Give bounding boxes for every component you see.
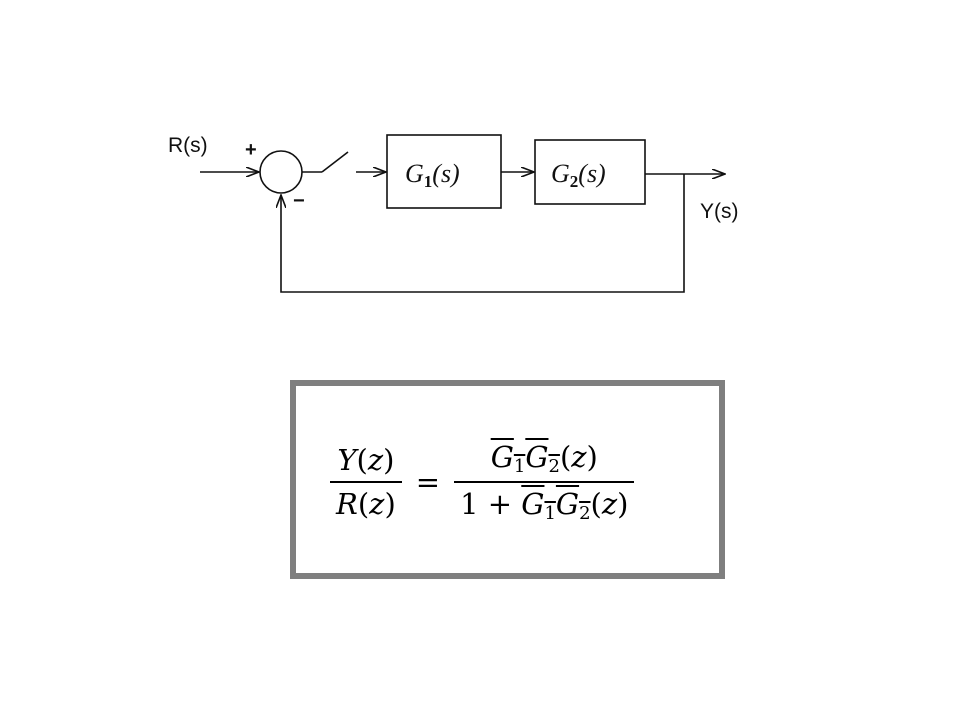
- lhs-numerator: Y(z): [337, 443, 395, 477]
- block-g1: [386, 134, 502, 209]
- summing-junction: [259, 150, 303, 194]
- feedback-path: [281, 174, 685, 293]
- lhs-fraction-bar: [330, 481, 402, 483]
- sampler-switch: [321, 151, 349, 173]
- rhs-denominator: 1 + G1G2(z): [460, 487, 629, 524]
- plus-sign: +: [245, 139, 257, 161]
- transfer-function-equation: Y(z) R(z) = G1G2(z) 1 + G1G2(z): [330, 440, 635, 524]
- block-g1-label: G1(s): [405, 159, 460, 191]
- lhs-denominator: R(z): [336, 487, 396, 521]
- rhs-numerator: G1G2(z): [490, 440, 598, 477]
- lhs-fraction: Y(z) R(z): [330, 443, 402, 521]
- input-label: R(s): [168, 134, 208, 157]
- minus-sign: −: [293, 190, 305, 212]
- rhs-fraction: G1G2(z) 1 + G1G2(z): [454, 440, 635, 524]
- output-label: Y(s): [700, 200, 739, 223]
- block-g2: [534, 139, 646, 205]
- block-g2-label: G2(s): [551, 159, 606, 191]
- equals-sign: =: [415, 465, 441, 499]
- formula-frame: Y(z) R(z) = G1G2(z) 1 + G1G2(z): [290, 380, 725, 579]
- block-diagram: R(s) + − G1(s) G2(s) Y(s): [168, 134, 739, 293]
- rhs-fraction-bar: [454, 481, 635, 483]
